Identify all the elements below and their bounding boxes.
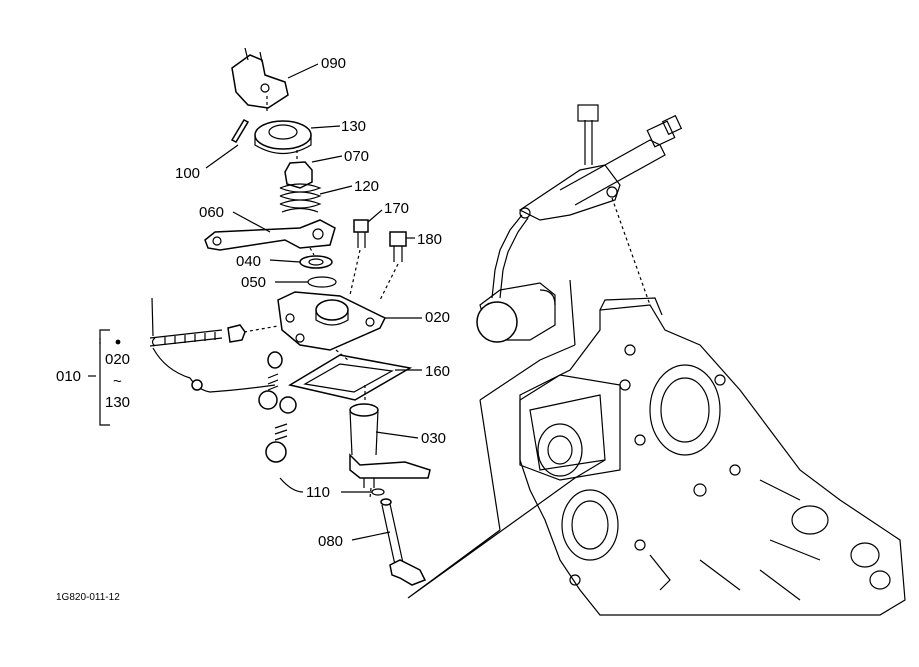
- stop-lever-bracket: [518, 104, 683, 221]
- long-bolt: [149, 297, 276, 393]
- label-070: 070: [344, 148, 369, 165]
- assembly-lines: [243, 96, 651, 499]
- label-group-tilde: ~: [113, 373, 122, 390]
- label-group-to: 130: [105, 394, 130, 411]
- label-120: 120: [354, 178, 379, 195]
- bullet-marker: [115, 339, 121, 345]
- drawing-code: 1G820-011-12: [56, 592, 120, 603]
- label-050: 050: [241, 274, 266, 291]
- leader-lines: [88, 63, 422, 541]
- part-130-collar: [254, 120, 312, 155]
- part-030-shaft: [349, 403, 431, 488]
- part-050-oring: [307, 276, 337, 288]
- label-020: 020: [425, 309, 450, 326]
- stop-solenoid: [476, 214, 556, 343]
- part-170-bolt: [353, 219, 369, 248]
- label-090: 090: [321, 55, 346, 72]
- label-180: 180: [417, 231, 442, 248]
- part-120-spring: [279, 183, 322, 213]
- label-130: 130: [341, 118, 366, 135]
- part-160-gasket: [288, 354, 413, 401]
- part-040-washer: [299, 255, 333, 269]
- label-060: 060: [199, 204, 224, 221]
- label-170: 170: [384, 200, 409, 217]
- label-010: 010: [56, 368, 81, 385]
- part-090-lever: [231, 47, 289, 109]
- label-080: 080: [318, 533, 343, 550]
- gear-case-housing: [519, 297, 906, 616]
- part-180-bolt: [389, 231, 407, 262]
- installation-frame: [407, 279, 606, 599]
- group-bracket-010: [99, 329, 110, 426]
- label-100: 100: [175, 165, 200, 182]
- label-030: 030: [421, 430, 446, 447]
- label-040: 040: [236, 253, 261, 270]
- side-fittings: [258, 351, 297, 463]
- part-110-ring: [371, 488, 385, 496]
- part-060-lever-plate: [204, 219, 336, 251]
- label-group-from: 020: [105, 351, 130, 368]
- part-020-governor-case: [277, 291, 387, 351]
- part-080-fork-shaft: [380, 498, 427, 586]
- part-100-pin: [230, 119, 250, 143]
- label-110: 110: [306, 484, 330, 501]
- label-160: 160: [425, 363, 450, 380]
